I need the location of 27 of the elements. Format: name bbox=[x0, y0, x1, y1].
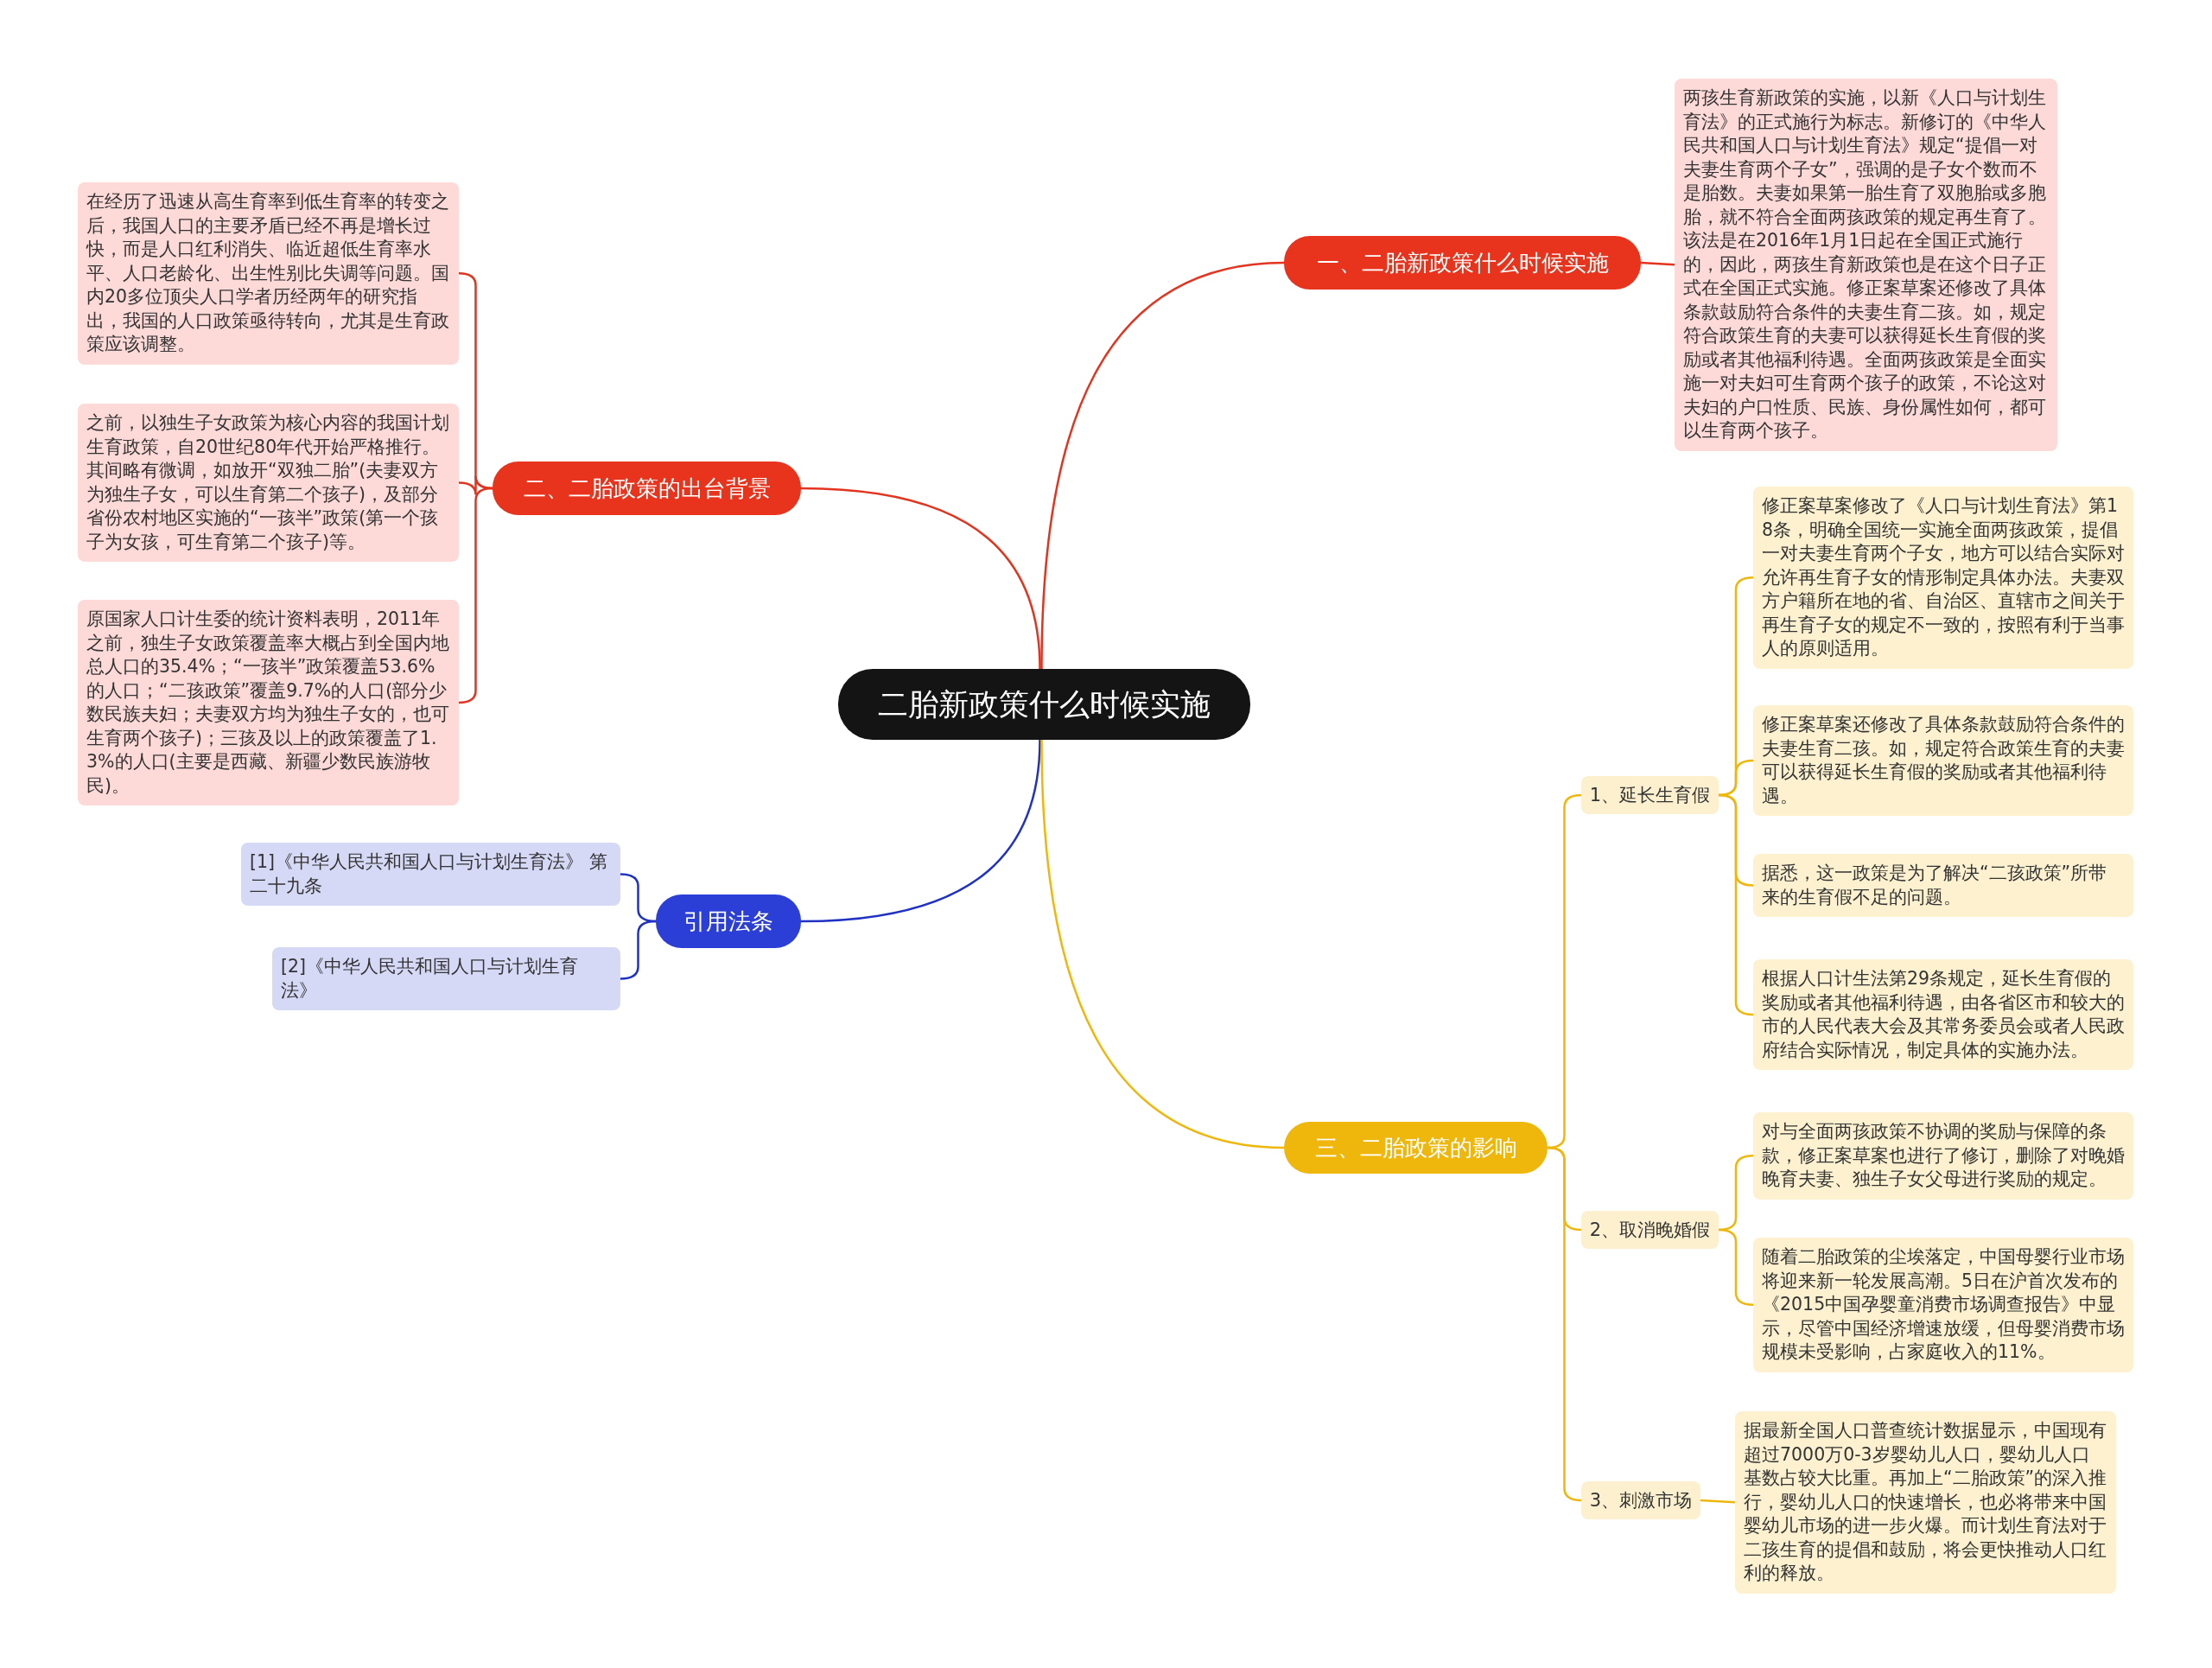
note-box: 据悉，这一政策是为了解决“二孩政策”所带来的生育假不足的问题。 bbox=[1753, 854, 2133, 917]
note-box: [1]《中华人民共和国人口与计划生育法》 第二十九条 bbox=[241, 843, 620, 906]
note-box: 修正案草案修改了《人口与计划生育法》第18条，明确全国统一实施全面两孩政策，提倡一对夫妻生育两个子女，地方可以结合实际对允许再生育子女的情形制定具体办法。夫妻双方户籍所在地的省、自治区、直辖市之间关于再生育子女的规定不一致的，按照有利于当事人的原则适用。 bbox=[1753, 487, 2133, 669]
note-box: 在经历了迅速从高生育率到低生育率的转变之后，我国人口的主要矛盾已经不再是增长过快，而是人口红利消失、临近超低生育率水平、人口老龄化、出生性别比失调等问题。国内20多位顶尖人口学者历经两年的研究指出，我国的人口政策亟待转向，尤其是生育政策应该调整。 bbox=[78, 182, 459, 365]
connector-line bbox=[800, 487, 1041, 670]
note-box: 两孩生育新政策的实施，以新《人口与计划生育法》的正式施行为标志。新修订的《中华人民共和国人口与计划生育法》规定“提倡一对夫妻生育两个子女”，强调的是子女个数而不是胎数。夫妻如果第一胎生育了双胞胎或多胞胎，就不符合全面两孩政策的规定再生育了。该法是在2016年1月1日起在全国正式施行的，因此，两孩生育新政策也是在这个日子正式在全国正式实施。修正案草案还修改了具体条款鼓励符合条件的夫妻生育二孩。如，规定符合政策生育的夫妻可以获得延长生育假的奖励或者其他福利待遇。全面两孩政策是全面实施一对夫妇可生育两个孩子的政策，不论这对夫妇的户口性质、民族、身份属性如何，都可以生育两个孩子。 bbox=[1675, 79, 2057, 451]
branch-topic: 引用法条 bbox=[656, 894, 801, 948]
connector-line bbox=[1040, 739, 1285, 1149]
note-box: 随着二胎政策的尘埃落定，中国母婴行业市场将迎来新一轮发展高潮。5日在沪首次发布的《2015中国孕婴童消费市场调查报告》中显示，尽管中国经济增速放缓，但母婴消费市场规模未受影响，占家庭收入的11%。 bbox=[1753, 1238, 2133, 1372]
subtopic-box: 3、刺激市场 bbox=[1581, 1481, 1700, 1519]
connector-line bbox=[1040, 261, 1285, 670]
branch-topic: 三、二胎政策的影响 bbox=[1284, 1122, 1548, 1174]
subtopic-box: 1、延长生育假 bbox=[1581, 776, 1719, 814]
note-box: 根据人口计生法第29条规定，延长生育假的奖励或者其他福利待遇，由各省区市和较大的市的人民代表大会及其常务委员会或者人民政府结合实际情况，制定具体的实施办法。 bbox=[1753, 959, 2133, 1070]
connector-line bbox=[1700, 1499, 1736, 1504]
note-box: [2]《中华人民共和国人口与计划生育法》 bbox=[272, 947, 620, 1010]
note-box: 原国家人口计生委的统计资料表明，2011年之前，独生子女政策覆盖率大概占到全国内地总人口的35.4%；“一孩半”政策覆盖53.6%的人口；“二孩政策”覆盖9.7%的人口(部分少数民族夫妇；夫妻双方均为独生子女的，也可生育两个孩子)；三孩及以上的政策覆盖了1.3%的人口(主要是西藏、新疆少数民族游牧民)。 bbox=[78, 600, 459, 805]
note-box: 之前，以独生子女政策为核心内容的我国计划生育政策，自20世纪80年代开始严格推行。其间略有微调，如放开“双独二胎”(夫妻双方为独生子女，可以生育第二个孩子)，及部分省份农村地区实施的“一孩半”政策(第一个孩子为女孩，可生育第二个孩子)等。 bbox=[78, 404, 459, 562]
note-box: 修正案草案还修改了具体条款鼓励符合条件的夫妻生育二孩。如，规定符合政策生育的夫妻可以获得延长生育假的奖励或者其他福利待遇。 bbox=[1753, 705, 2133, 816]
note-box: 对与全面两孩政策不协调的奖励与保障的条款，修正案草案也进行了修订，删除了对晚婚晚育夫妻、独生子女父母进行奖励的规定。 bbox=[1753, 1112, 2133, 1200]
connector-line bbox=[1640, 261, 1675, 266]
note-box: 据最新全国人口普查统计数据显示，中国现有超过7000万0-3岁婴幼儿人口，婴幼儿人口基数占较大比重。再加上“二胎政策”的深入推行，婴幼儿人口的快速增长，也必将带来中国婴幼儿市场的进一步火爆。而计划生育法对于二孩生育的提倡和鼓励，将会更快推动人口红利的释放。 bbox=[1735, 1411, 2116, 1594]
central-topic: 二胎新政策什么时候实施 bbox=[838, 669, 1250, 740]
connector-line bbox=[800, 739, 1041, 923]
branch-topic: 一、二胎新政策什么时候实施 bbox=[1284, 236, 1641, 290]
branch-topic: 二、二胎政策的出台背景 bbox=[493, 462, 801, 515]
subtopic-box: 2、取消晚婚假 bbox=[1581, 1211, 1719, 1249]
